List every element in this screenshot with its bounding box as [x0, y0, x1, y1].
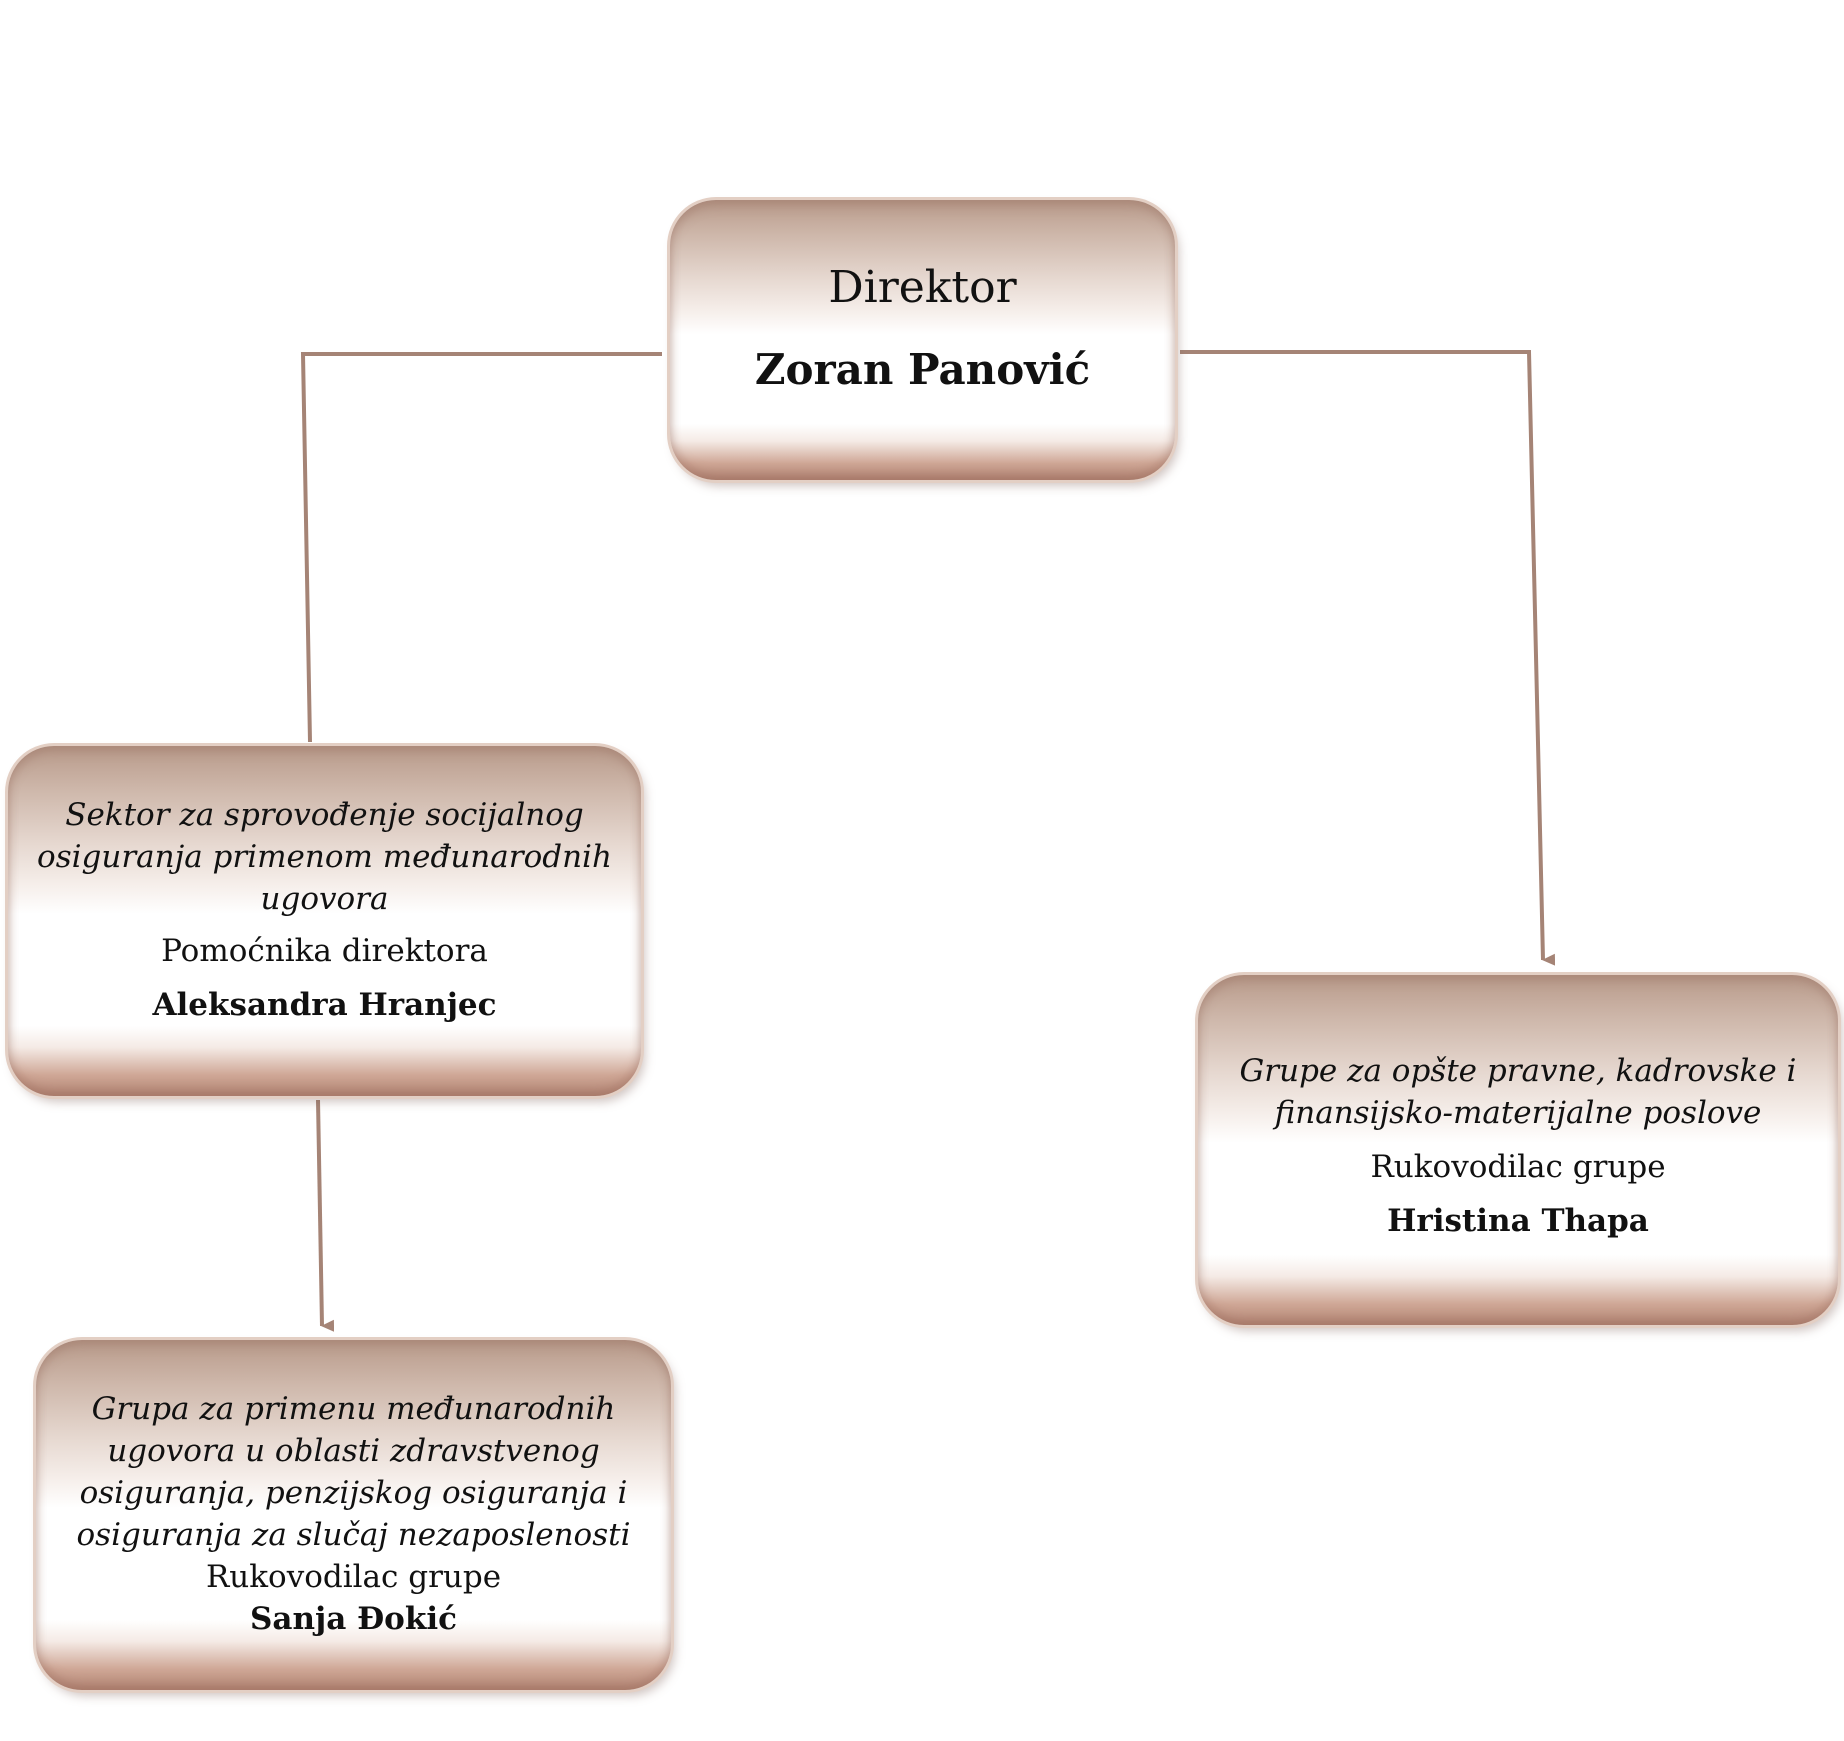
director-name: Zoran Panović	[754, 345, 1091, 394]
sector-box: Sektor za sprovođenje socijalnog osigura…	[8, 746, 641, 1096]
group-legal-role: Rukovodilac grupe	[1370, 1149, 1666, 1185]
connector-director-group-legal	[1180, 350, 1556, 966]
group-intl-role: Rukovodilac grupe	[205, 1559, 502, 1595]
group-intl-head-name: Sanja Đokić	[249, 1601, 457, 1637]
sector-role: Pomoćnika direktora	[161, 933, 488, 969]
group-intl-unit-name: Grupa za primenu međunarodnih ugovora u …	[76, 1391, 631, 1553]
director-role: Direktor	[828, 262, 1017, 313]
director-box: Direktor Zoran Panović	[670, 200, 1175, 480]
sector-head-name: Aleksandra Hranjec	[152, 987, 497, 1023]
group-legal-unit-name: Grupe za opšte pravne, kadrovske i finan…	[1239, 1053, 1797, 1131]
group-intl-box: Grupa za primenu međunarodnih ugovora u …	[36, 1340, 671, 1690]
sector-unit-name: Sektor za sprovođenje socijalnog osigura…	[37, 797, 612, 917]
connector-sector-group-intl	[316, 1099, 335, 1332]
connector-director-sector	[300, 352, 662, 743]
group-legal-box: Grupe za opšte pravne, kadrovske i finan…	[1198, 975, 1838, 1325]
group-legal-head-name: Hristina Thapa	[1387, 1203, 1649, 1239]
